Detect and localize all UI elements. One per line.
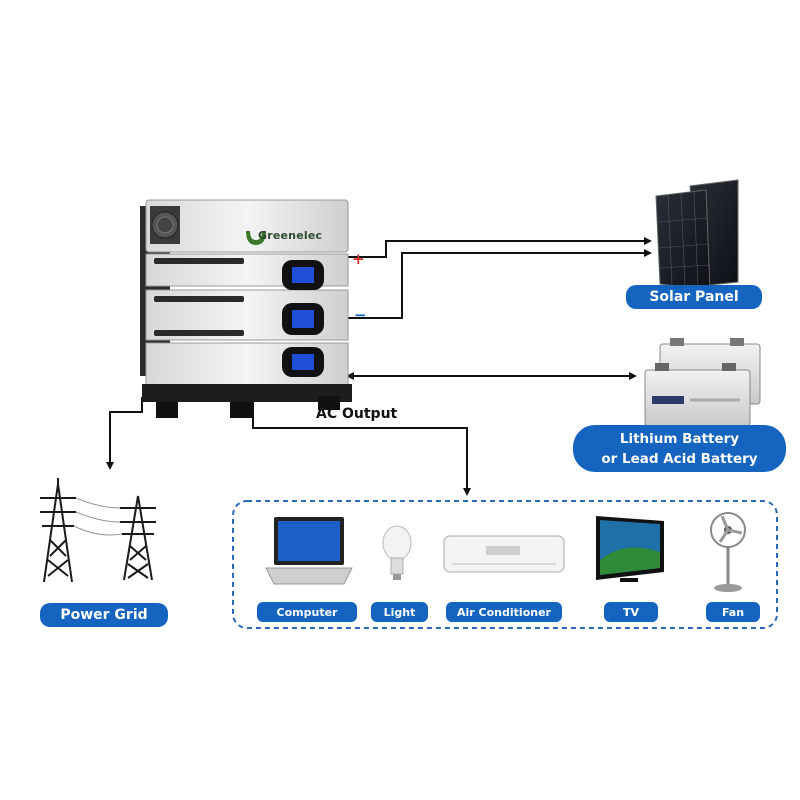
battery-label-line2: or Lead Acid Battery: [601, 450, 758, 467]
brand-logo-mark: [246, 231, 266, 245]
positive-terminal-label: +: [352, 250, 365, 268]
power-grid-label: Power Grid: [40, 603, 168, 627]
light-bulb-icon: [382, 525, 412, 580]
grid-wire: [106, 397, 143, 470]
solar-panel-icon: [655, 179, 739, 291]
power-tower-icon: [40, 478, 156, 583]
appliance-label-air-conditioner: Air Conditioner: [446, 602, 562, 622]
power-lines: [73, 497, 123, 536]
wires: [106, 237, 652, 496]
appliance-label-computer: Computer: [257, 602, 357, 622]
ac-output-label: AC Output: [316, 406, 398, 422]
display-screens: [282, 260, 324, 377]
air-conditioner-icon: [443, 535, 565, 573]
brand-name: Greenelec: [258, 229, 323, 242]
appliance-label-light: Light: [371, 602, 428, 622]
battery-label: Lithium Battery or Lead Acid Battery: [573, 425, 786, 472]
solar-negative-wire: [346, 249, 652, 319]
appliance-box: [232, 500, 778, 629]
laptop-icon: [265, 517, 353, 585]
tv-icon: [596, 516, 664, 582]
appliance-label-fan: Fan: [706, 602, 760, 622]
battery-label-line1: Lithium Battery: [619, 430, 740, 447]
negative-terminal-label: −: [354, 306, 367, 324]
solar-panel-label: Solar Panel: [626, 285, 762, 309]
vent-grille: [150, 206, 180, 244]
solar-positive-wire: [346, 237, 652, 258]
fan-icon: [710, 512, 746, 592]
ac-output-wire: [252, 402, 471, 496]
appliance-label-tv: TV: [604, 602, 658, 622]
inverter-cabinet: [140, 199, 352, 418]
battery-icon: [644, 338, 761, 427]
